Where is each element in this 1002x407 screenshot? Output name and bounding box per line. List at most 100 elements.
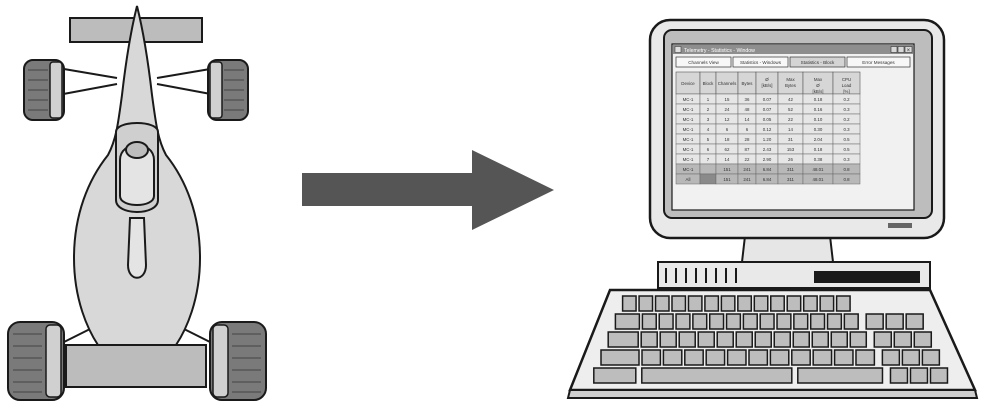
table-cell-value: 311 [787,167,795,172]
driver-helmet-icon [125,141,149,159]
numpad-key[interactable] [885,313,904,330]
keyboard-key[interactable] [621,295,637,312]
keyboard-key[interactable] [671,295,687,312]
front-right-tire [207,59,249,121]
keyboard-key[interactable] [833,349,854,366]
keyboard-key[interactable] [776,313,792,330]
keyboard-key[interactable] [678,331,696,348]
keyboard-key[interactable] [735,331,753,348]
table-cell-value: 4 [707,127,710,132]
keyboard-key[interactable] [855,349,876,366]
keyboard-key[interactable] [843,313,859,330]
numpad-key[interactable] [929,367,949,384]
numpad-key[interactable] [909,367,929,384]
engine-cover [126,217,148,279]
keyboard-key[interactable] [638,295,654,312]
table-cell-value: 6.84 [763,177,772,182]
keyboard-key[interactable] [659,331,677,348]
keyboard-key[interactable] [753,295,769,312]
keyboard-key[interactable] [819,295,835,312]
keyboard-key[interactable] [754,331,772,348]
keyboard-key[interactable] [641,349,662,366]
keyboard-key[interactable] [830,331,849,348]
numpad-key[interactable] [905,313,924,330]
keyboard-key[interactable] [658,313,674,330]
table-cell-value: 0.3 [843,157,850,162]
keyboard-key[interactable] [826,313,843,330]
tab-button[interactable] [732,56,789,68]
alt-key[interactable] [797,367,884,384]
keyboard-key[interactable] [704,295,720,312]
numpad-key[interactable] [881,349,901,366]
race-car-top-view-icon [7,5,267,401]
table-cell-value: 12 [725,117,730,122]
keyboard-keys [593,295,949,384]
keyboard-key[interactable] [725,313,742,330]
rear-right-tire [209,321,267,401]
front-suspension [57,67,217,96]
keyboard-key[interactable] [692,313,708,330]
caps-key[interactable] [607,331,639,348]
spacebar-key[interactable] [641,367,793,384]
numpad-key[interactable] [873,331,893,348]
numpad-key[interactable] [913,331,933,348]
tab-button[interactable] [675,56,732,68]
keyboard-key[interactable] [786,295,802,312]
keyboard-key[interactable] [811,331,830,348]
tab-button[interactable] [789,56,846,68]
keyboard-key[interactable] [720,295,736,312]
tab-button[interactable] [846,56,911,68]
rear-wing [65,344,207,388]
table-cell-value: MC-1 [683,127,694,132]
tab-key[interactable] [614,313,641,330]
ctrl-key[interactable] [593,367,637,384]
keyboard-key[interactable] [640,331,658,348]
keyboard-key[interactable] [849,331,868,348]
keyboard-key[interactable] [675,313,691,330]
window-controls: × [890,46,913,54]
keyboard-key[interactable] [809,313,826,330]
keyboard-key[interactable] [791,349,811,366]
keyboard-key[interactable] [793,313,809,330]
numpad-key[interactable] [921,349,941,366]
rear-left-tire [7,321,65,401]
table-cell-value: 14 [725,157,730,162]
table-cell-value: 0.5 [843,147,850,152]
table-header-label: Bytes [742,81,754,86]
keyboard-key[interactable] [687,295,703,312]
keyboard-key[interactable] [769,349,790,366]
table-cell-value: 0.3 [843,127,850,132]
keyboard-key[interactable] [654,295,670,312]
keyboard-key[interactable] [742,313,758,330]
keyboard-key[interactable] [835,295,851,312]
keyboard-key[interactable] [716,331,734,348]
table-cell-value: 241 [743,177,751,182]
maximize-button[interactable] [897,46,905,53]
keyboard-key[interactable] [697,331,715,348]
keyboard-key[interactable] [792,331,811,348]
keyboard-key[interactable] [705,349,726,366]
keyboard-key[interactable] [641,313,657,330]
minimize-button[interactable] [890,46,898,53]
keyboard-key[interactable] [802,295,818,312]
keyboard-key[interactable] [770,295,785,312]
numpad-key[interactable] [889,367,909,384]
keyboard-key[interactable] [748,349,769,366]
table-cell-value: 0.18 [814,97,823,102]
keyboard-key[interactable] [662,349,683,366]
table-cell-value: 5 [707,137,710,142]
numpad-key[interactable] [893,331,913,348]
numpad-key[interactable] [865,313,884,330]
keyboard-key[interactable] [812,349,833,366]
table-cell-value: 2 [707,107,710,112]
numpad-key[interactable] [901,349,921,366]
keyboard-key[interactable] [773,331,792,348]
keyboard-key[interactable] [737,295,753,312]
keyboard-key[interactable] [708,313,725,330]
keyboard-key[interactable] [759,313,775,330]
close-button[interactable] [904,46,913,53]
keyboard-key[interactable] [684,349,704,366]
keyboard-key[interactable] [726,349,747,366]
shift-key[interactable] [600,349,640,366]
